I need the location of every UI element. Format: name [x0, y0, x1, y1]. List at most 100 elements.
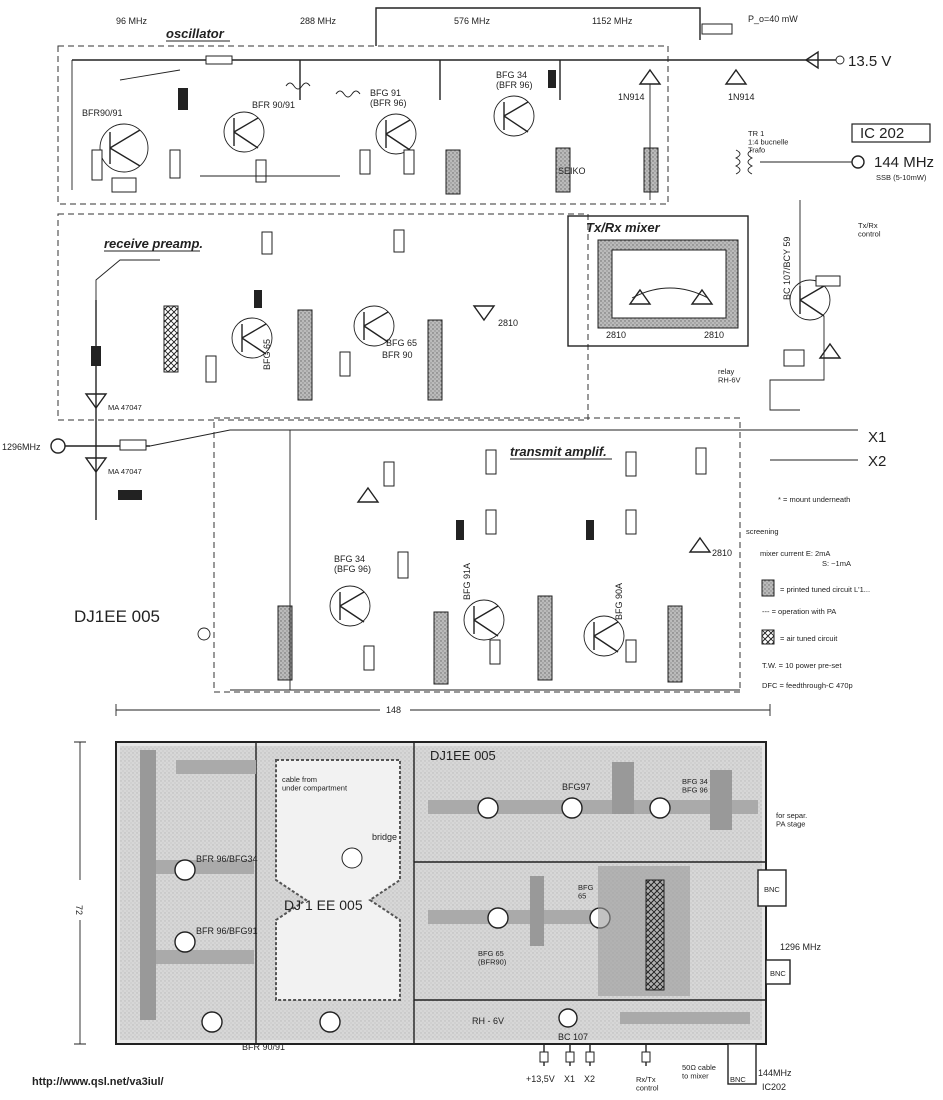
- legend-pa: --- = operation with PA: [762, 607, 836, 616]
- t3-transistor: [375, 113, 417, 155]
- legend-tw: T.W. = 10 power pre-set: [762, 661, 842, 670]
- pcb-bfg65-bfr90: BFG 65(BFR90): [478, 949, 507, 966]
- t2-pad: [201, 1011, 223, 1033]
- t1-stage: BFR90/91: [71, 55, 233, 193]
- t7-label: BFG 34(BFG 96): [334, 554, 371, 574]
- pcb-rh6v: RH - 6V: [472, 1016, 504, 1026]
- d4-label: 1N914: [618, 92, 645, 102]
- t1-label: BFR90/91: [82, 108, 123, 118]
- note-screening: screening: [746, 527, 779, 536]
- ic202-connector: [851, 155, 865, 169]
- freq-288: 288 MHz: [300, 16, 337, 26]
- d5-label: 1N914: [728, 92, 755, 102]
- t3-pad: [174, 931, 196, 953]
- t5-transistor: [231, 317, 273, 359]
- supply-input: 13.5 V: [770, 50, 891, 70]
- pcb-ic202: IC202: [762, 1082, 786, 1092]
- pcb-pa-note: for separ.PA stage: [776, 811, 807, 828]
- t3-stage: BFG 91(BFR 96): [335, 88, 461, 195]
- t4-transistor: [493, 95, 535, 137]
- legend-printed: = printed tuned circuit L'1...: [780, 585, 870, 594]
- legend-dfc: DFC = feedthrough-C 470p: [762, 681, 853, 690]
- ic202-label: IC 202: [860, 125, 904, 142]
- footer-url[interactable]: http://www.qsl.net/va3iul/: [32, 1076, 164, 1088]
- dim-width: 148: [386, 705, 401, 715]
- d1-label: 2810: [498, 318, 518, 328]
- ic202-freq: 144 MHz: [874, 154, 934, 171]
- oscillator-frame: [57, 45, 669, 205]
- t9-stage: BFG 90A 2810: [583, 447, 732, 683]
- t6-label: BFG 65: [386, 338, 417, 348]
- t4-label: BFG 34(BFR 96): [496, 70, 533, 90]
- pcb-bnc-1296: BNC: [770, 969, 786, 978]
- freq-96: 96 MHz: [116, 16, 148, 26]
- t10-label: BC 107/BCY 59: [782, 237, 792, 300]
- mixer-title: Tx/Rx mixer: [586, 220, 661, 235]
- mixer-block: Tx/Rx mixer 2810 2810: [567, 215, 749, 347]
- mixer-compartment: [275, 759, 401, 1001]
- po-label: P_o=40 mW: [748, 14, 798, 24]
- l3-air-tuned: [163, 305, 179, 373]
- receive-title: receive preamp.: [104, 236, 203, 251]
- t6b-label: BFR 90: [382, 350, 413, 360]
- t8-transistor: [463, 599, 505, 641]
- transmit-frame: [213, 417, 741, 693]
- supply-label: 13.5 V: [848, 53, 891, 70]
- d9-label: MA 47047: [108, 403, 142, 412]
- legend-air: = air tuned circuit: [780, 634, 838, 643]
- pcb-bfg97: BFG97: [562, 782, 591, 792]
- t2-transistor: [223, 111, 265, 153]
- note-mixer-current: mixer current E: 2mA: [760, 549, 830, 558]
- port-1296-label: 1296MHz: [2, 442, 41, 452]
- t6-stage: BFG 65 BFR 90 2810: [339, 229, 518, 401]
- t9-label: BFG 90A: [614, 583, 624, 620]
- pcb-bfr9091: BFR 90/91: [242, 1042, 285, 1052]
- pcb-mid-title: DJ 1 EE 005: [284, 897, 363, 913]
- d12-label: 2810: [606, 330, 626, 340]
- t4-stage: BFG 34(BFR 96) SEIKO: [493, 70, 659, 193]
- input-1296: 1296MHz MA 47047 MA 47047: [2, 259, 840, 520]
- t6-transistor: [353, 305, 395, 347]
- pcb-title: DJ1EE 005: [430, 748, 496, 763]
- t1-transistor: [99, 123, 149, 173]
- pcb-bfr96-bfg91: BFR 96/BFG91: [196, 926, 258, 936]
- pcb-bnc-ic202: BNC: [730, 1075, 746, 1084]
- port-1296-connector: [50, 438, 66, 454]
- ic202-port: IC 202 144 MHz SSB (5-10mW): [760, 123, 934, 182]
- x2-label: X2: [868, 453, 886, 470]
- note-mount: * = mount underneath: [778, 495, 850, 504]
- pcb-bridge: bridge: [372, 832, 397, 842]
- t4-pad: [174, 859, 196, 881]
- pcb-bnc-pa: BNC: [764, 885, 780, 894]
- t10-transistor: [789, 279, 831, 321]
- seiko-osc: SEIKO: [558, 166, 586, 176]
- t7-transistor: [329, 585, 371, 627]
- d13-label: 2810: [704, 330, 724, 340]
- pcb-port-1296: 1296 MHz: [780, 942, 822, 952]
- t1-pad: [319, 1011, 341, 1033]
- t2-label: BFR 90/91: [252, 100, 295, 110]
- pcb-layout: 148 72 BFR 96/BFG34 BFR 96/BFG91 BFR 90/…: [74, 704, 822, 1092]
- note-mixer-current2: S: ~1mA: [822, 559, 851, 568]
- d10-label: MA 47047: [108, 467, 142, 476]
- d2-label: 2810: [712, 548, 732, 558]
- t8-stage: BFG 91A: [456, 449, 553, 681]
- l9-connector: [197, 627, 211, 641]
- x1-label: X1: [868, 429, 886, 446]
- pcb-bc107: BC 107: [558, 1032, 588, 1042]
- t7-stage: BFG 34(BFG 96): [277, 461, 449, 685]
- t8-label: BFG 91A: [462, 563, 472, 600]
- dim-height: 72: [74, 905, 84, 915]
